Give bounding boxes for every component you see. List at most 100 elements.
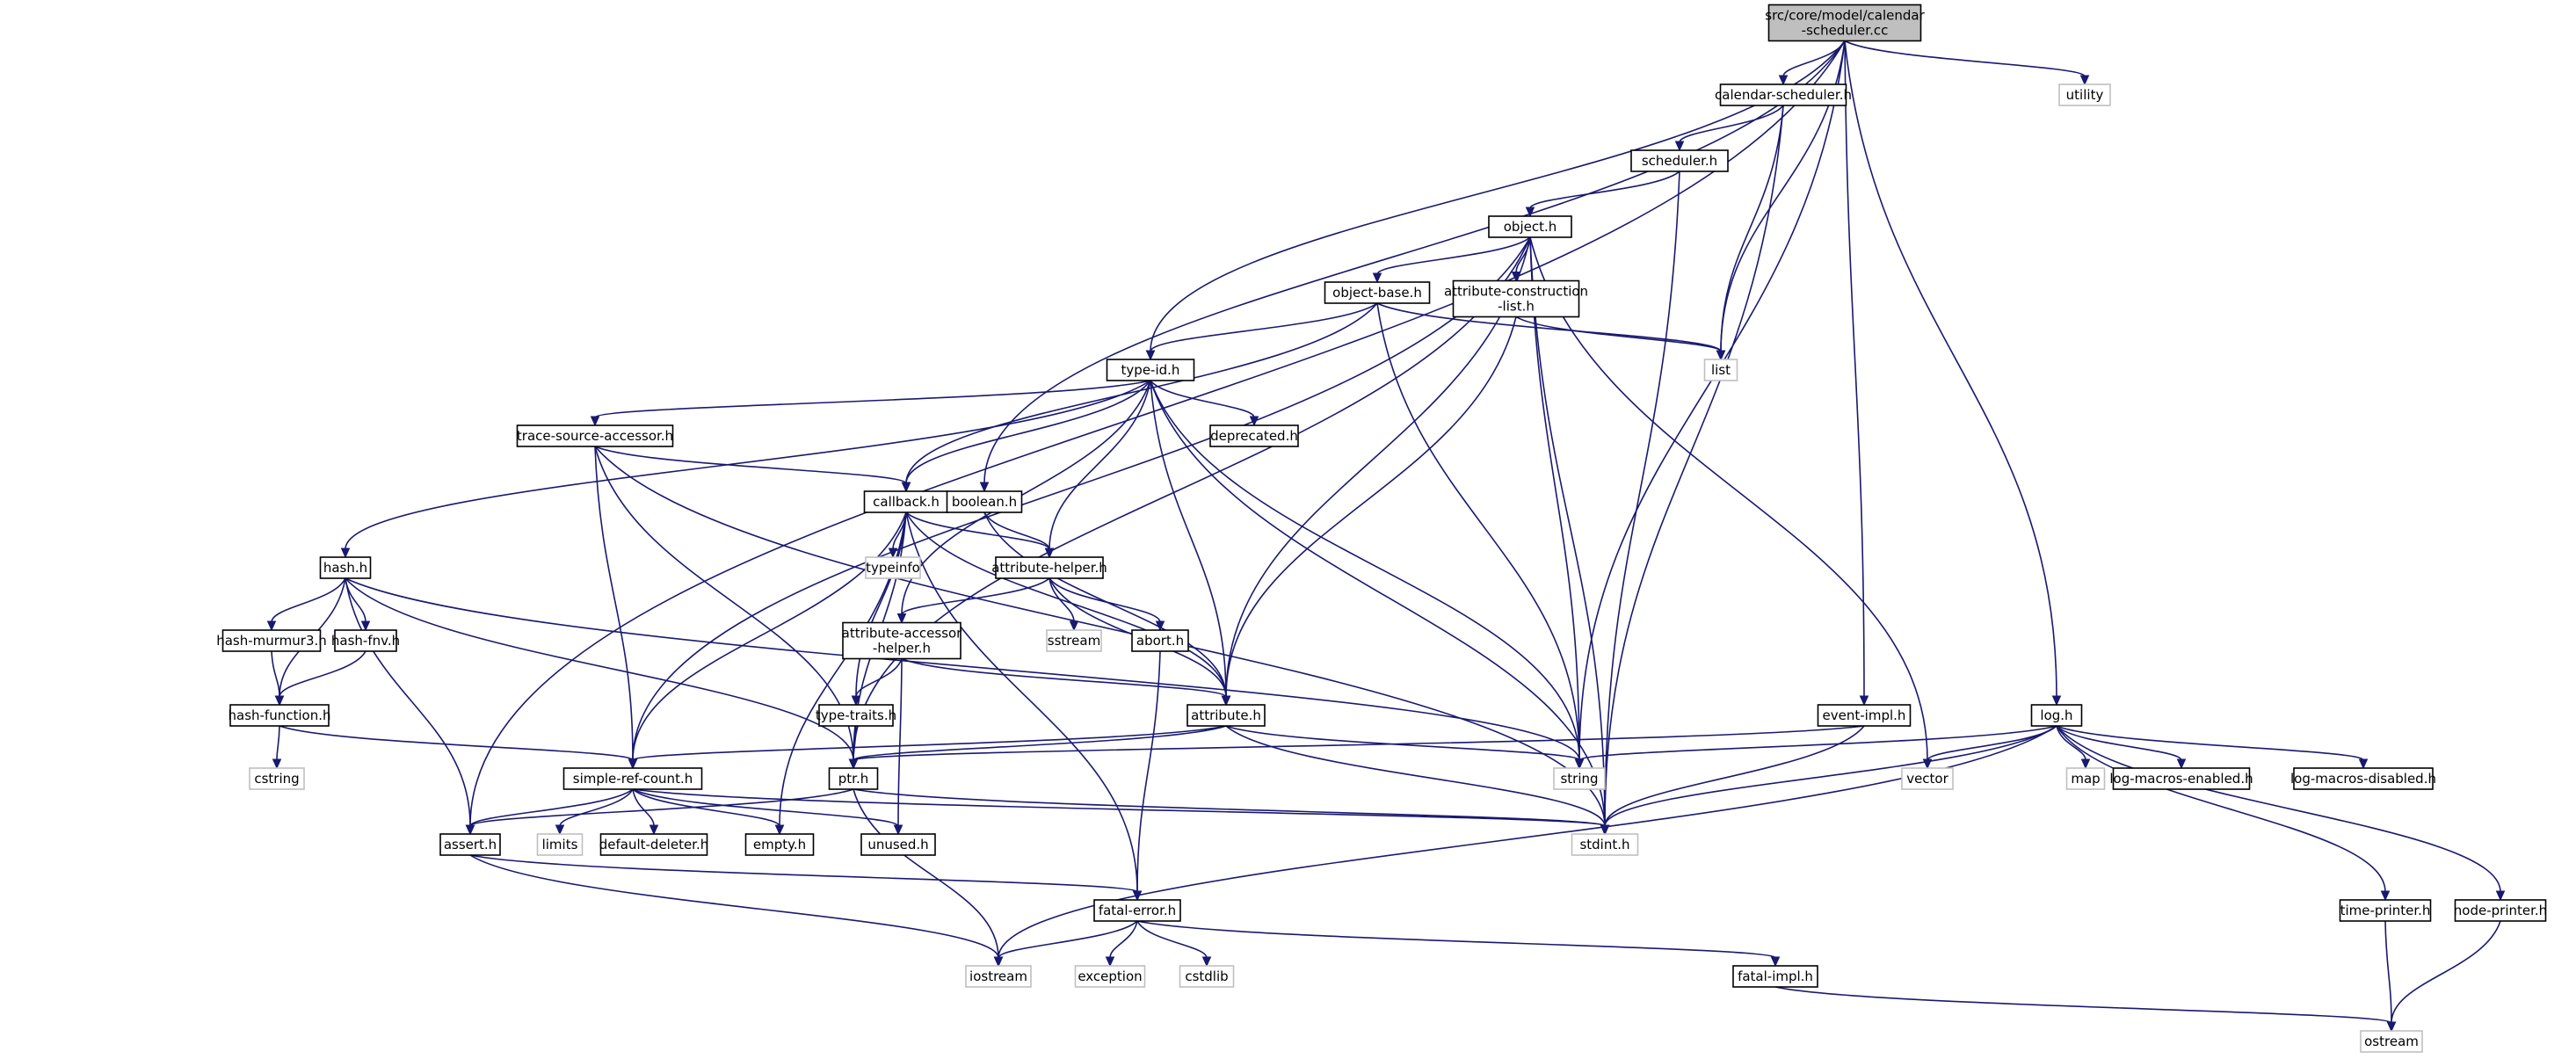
edge-arrowhead [1044,548,1055,559]
node-label: -scheduler.cc [1802,23,1889,39]
edge-attrhelper-to-sstream [1049,577,1075,623]
edge-objbase-to-callback [905,302,1378,484]
edge-simpleref-to-assert [469,788,634,827]
node-hashfnv[interactable]: hash-fnv.h [331,629,400,652]
node-simpleref[interactable]: simple-ref-count.h [562,767,703,790]
edge-nodeprinter-to-ostream [2391,920,2501,1024]
node-scheduler[interactable]: scheduler.h [1630,149,1729,172]
node-label: limits [542,837,578,852]
node-unused[interactable]: unused.h [860,833,936,856]
node-log[interactable]: log.h [2030,704,2083,727]
node-label: ptr.h [838,771,868,787]
node-label: vector [1906,771,1948,787]
edge-arrowhead [360,620,371,632]
node-map[interactable]: map [2065,767,2106,790]
node-box [249,767,305,790]
node-list[interactable]: list [1703,359,1738,381]
edge-object-to-vector [1529,236,1928,761]
node-cstdlib[interactable]: cstdlib [1179,965,1235,988]
node-tsa[interactable]: trace-source-accessor.h [516,424,674,447]
node-logme[interactable]: log-macros-enabled.h [2109,767,2253,790]
node-attrcons[interactable]: attribute-construction-list.h [1444,279,1588,318]
edge-log-to-logmd [2056,725,2364,761]
edge-main-to-eventimpl [1844,40,1865,698]
node-timeprinter[interactable]: time-printer.h [2339,899,2432,922]
node-box [865,556,921,579]
node-label: default-deleter.h [599,837,709,852]
node-nodeprinter[interactable]: node-printer.h [2454,899,2547,922]
node-box [2058,83,2111,106]
node-hashfunc[interactable]: hash-function.h [229,704,331,727]
node-typeid[interactable]: type-id.h [1106,359,1195,381]
node-abort[interactable]: abort.h [1131,629,1189,652]
edge-simpleref-to-stdint [632,788,1606,827]
node-box [965,965,1032,988]
node-exception[interactable]: exception [1074,965,1146,988]
node-box [1817,704,1912,727]
node-hashmurmur[interactable]: hash-murmur3.h [216,629,327,652]
node-empty[interactable]: empty.h [744,833,815,856]
node-attribute[interactable]: attribute.h [1186,704,1266,727]
node-ostream[interactable]: ostream [2360,1030,2423,1053]
node-objbase[interactable]: object-base.h [1324,281,1431,304]
node-box [334,629,397,652]
edge-typeid-to-deprecated [1150,380,1255,418]
node-calsched[interactable]: calendar-scheduler.h [1715,83,1852,106]
node-fatalimpl[interactable]: fatal-impl.h [1732,965,1818,988]
node-boolean[interactable]: boolean.h [946,490,1023,513]
node-limits[interactable]: limits [536,833,584,856]
node-label: fatal-error.h [1099,903,1176,918]
node-box [1553,767,1606,790]
edge-fatalerror-to-iostream [998,920,1138,959]
edge-arrowhead [774,824,785,836]
node-label: abort.h [1136,633,1184,649]
node-object[interactable]: object.h [1488,215,1572,238]
node-box [2293,767,2434,790]
edge-arrowhead [2080,758,2091,770]
node-label: sstream [1048,633,1100,649]
node-attracc[interactable]: attribute-accessor-helper.h [842,621,963,660]
node-box [1074,965,1146,988]
node-box [818,704,894,727]
node-fatalerror[interactable]: fatal-error.h [1093,899,1181,922]
node-cstring[interactable]: cstring [249,767,305,790]
node-box [842,621,961,660]
node-utility[interactable]: utility [2058,83,2111,106]
edge-arrowhead [272,758,282,770]
node-label: cstring [254,771,299,787]
node-box [1186,704,1266,727]
node-string[interactable]: string [1553,767,1606,790]
node-box [562,767,703,790]
node-box [1732,965,1818,988]
node-typeinfo[interactable]: typeinfo [865,556,921,579]
edge-main-to-assert [469,40,1846,827]
edge-arrowhead [893,824,903,836]
node-label: time-printer.h [2340,903,2431,918]
edge-main-to-string [1578,40,1846,761]
node-attrhelper[interactable]: attribute-helper.h [991,556,1107,579]
node-logmd[interactable]: log-macros-disabled.h [2290,767,2436,790]
node-main[interactable]: src/core/model/calendar-scheduler.cc [1765,4,1926,42]
node-label: -list.h [1498,299,1535,315]
node-label: hash-function.h [229,707,331,723]
edge-attribute-to-stdint [1225,725,1606,827]
node-eventimpl[interactable]: event-impl.h [1817,704,1912,727]
edge-boolean-to-attrhelper [983,511,1050,550]
edge-simpleref-to-empty [632,788,780,827]
node-assert[interactable]: assert.h [439,833,501,856]
node-sstream[interactable]: sstream [1046,629,1102,652]
node-typetraits[interactable]: type-traits.h [816,704,896,727]
node-vector[interactable]: vector [1901,767,1954,790]
node-label: exception [1078,968,1142,984]
edge-scheduler-to-object [1529,170,1680,209]
node-defdel[interactable]: default-deleter.h [599,833,709,856]
node-label: simple-ref-count.h [573,771,693,787]
node-callback[interactable]: callback.h [863,490,949,513]
node-ptr[interactable]: ptr.h [828,767,879,790]
node-box [1767,4,1922,42]
node-hash[interactable]: hash.h [319,556,372,579]
node-deprecated[interactable]: deprecated.h [1209,424,1299,447]
node-iostream[interactable]: iostream [965,965,1032,988]
node-stdint[interactable]: stdint.h [1571,833,1639,856]
